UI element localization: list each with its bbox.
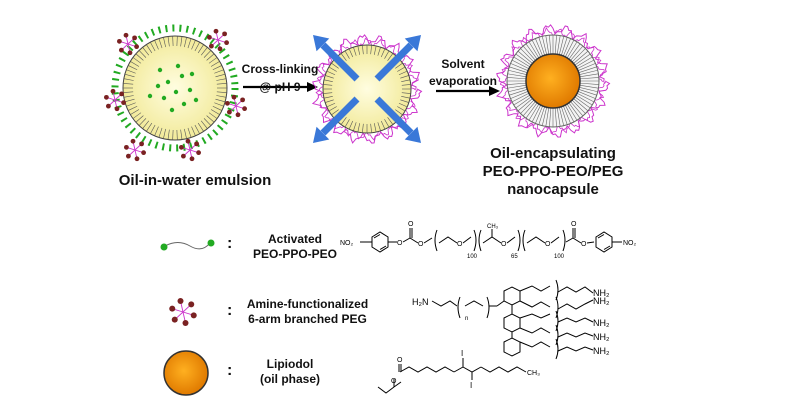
svg-text:O: O (397, 240, 403, 247)
step-cross-linking: Cross-linking @ pH 9 (240, 62, 320, 95)
svg-text:H₂N: H₂N (412, 297, 429, 307)
svg-text:NO₂: NO₂ (623, 240, 637, 247)
legend-colon-3: : (227, 362, 232, 380)
emulsion-core (123, 36, 227, 140)
svg-text:O: O (397, 357, 403, 364)
svg-text:65: 65 (511, 254, 518, 260)
svg-text:n: n (465, 316, 468, 322)
legend-label-activated: Activated PEO-PPO-PEO (245, 232, 345, 262)
svg-text:O: O (408, 221, 414, 228)
activated-structure-labels: NO₂ O O O O O CH₃ O O O 100 65 100 NO₂ (340, 221, 637, 260)
oil-droplet-icon (164, 351, 208, 395)
svg-text:O: O (581, 241, 587, 248)
nanocapsule-caption: Oil-encapsulating PEO-PPO-PEO/PEG nanoca… (463, 145, 643, 199)
emulsion-caption: Oil-in-water emulsion (95, 172, 295, 190)
branched-peg-labels: H₂N n NH₂ NH₂ NH₂ NH₂ NH₂ (412, 288, 610, 356)
legend-colon-1: : (227, 235, 232, 253)
activated-polymer-icon (161, 240, 215, 251)
svg-text:CH₃: CH₃ (487, 224, 499, 230)
legend-label-peg: Amine-functionalized 6-arm branched PEG (240, 297, 375, 327)
svg-text:CH₃: CH₃ (527, 370, 540, 377)
svg-text:O: O (545, 241, 551, 248)
svg-text:NH₂: NH₂ (593, 332, 610, 342)
svg-text:NH₂: NH₂ (593, 318, 610, 328)
branched-peg-icon (169, 298, 196, 326)
oil-core (526, 54, 580, 108)
branched-peg-structure (432, 280, 593, 359)
svg-text:100: 100 (554, 254, 565, 260)
svg-text:O: O (457, 241, 463, 248)
svg-text:O: O (571, 221, 577, 228)
svg-text:I: I (461, 349, 463, 358)
svg-text:O: O (418, 241, 424, 248)
svg-text:100: 100 (467, 254, 478, 260)
step-solvent-evaporation: Solvent evaporation (428, 57, 498, 89)
crosslinked-droplet (313, 35, 422, 143)
svg-text:O: O (391, 378, 397, 385)
legend-label-lipiodol: Lipiodol (oil phase) (250, 357, 330, 387)
legend-colon-2: : (227, 302, 232, 320)
svg-text:I: I (470, 381, 472, 390)
svg-text:O: O (501, 241, 507, 248)
nanocapsule (497, 25, 610, 137)
svg-text:NH₂: NH₂ (593, 296, 610, 306)
svg-text:NH₂: NH₂ (593, 346, 610, 356)
